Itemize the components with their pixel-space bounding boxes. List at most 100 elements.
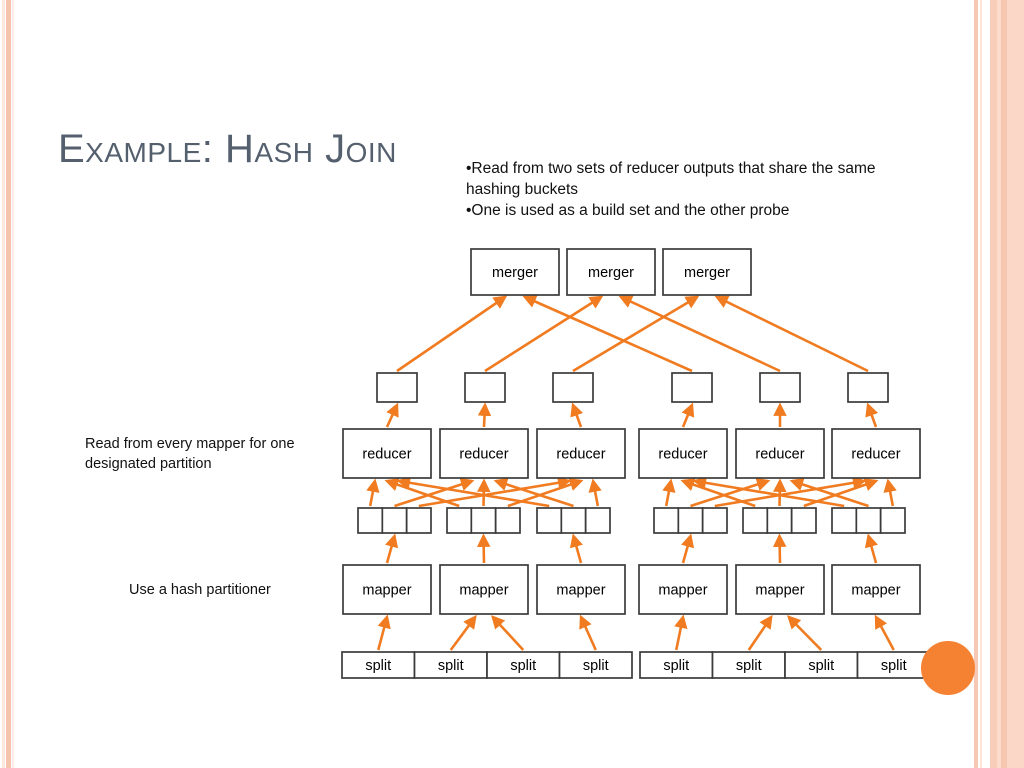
reducer-box-0-rect [342,428,432,479]
partition-bucket-row-4[interactable] [742,507,817,534]
split-row-1-cell-label: split [663,658,689,674]
reducer-output-box-4-rect [759,372,801,403]
arrow-output-to-merger-2 [572,295,700,373]
mapper-box-5-label: mapper [851,582,900,598]
split-row-0-cell[interactable] [413,651,488,679]
reducer-box-1-label: reducer [459,446,508,462]
mapper-box-1-label: mapper [459,582,508,598]
split-row-1-cell-label: split [736,658,762,674]
arrow-split-to-mapper-0-0 [376,614,391,651]
partition-bucket-row-3-cell[interactable] [653,507,680,534]
annotation-hash-partitioner: Use a hash partitioner [129,582,271,598]
reducer-output-box-4[interactable] [759,372,801,403]
reducer-box-1[interactable]: reducer [439,428,529,479]
mapper-box-4-rect [735,564,825,615]
decorative-orange-circle [921,641,975,695]
partition-bucket-row-1-cell[interactable] [446,507,473,534]
partition-bucket-row-5[interactable] [831,507,906,534]
merger-box-2-label: merger [684,265,730,281]
reducer-box-5-rect [831,428,921,479]
bullet-list: •Read from two sets of reducer outputs t… [466,158,896,221]
partition-bucket-row-2-cell[interactable] [584,507,611,534]
split-row-1-cell[interactable] [856,651,931,679]
partition-bucket-row-1-cell[interactable] [470,507,497,534]
partition-bucket-row-0-cell[interactable] [357,507,384,534]
partition-bucket-row-1-cell[interactable] [494,507,521,534]
reducer-output-box-3[interactable] [671,372,713,403]
merger-box-1[interactable]: merger [566,248,656,296]
mapper-box-3[interactable]: mapper [638,564,728,615]
arrow-bucket-to-reducer-1-0-0 [662,478,676,507]
mapper-box-0[interactable]: mapper [342,564,432,615]
reducer-output-box-5[interactable] [847,372,889,403]
annotation-partition: Read from every mapper for one designate… [85,436,295,472]
arrow-bucket-to-reducer-1-0-1 [690,477,771,508]
arrow-bucket-to-reducer-1-2-0 [692,476,845,508]
partition-bucket-row-4-cell[interactable] [790,507,817,534]
reducer-box-5-label: reducer [851,446,900,462]
partition-bucket-row-1[interactable] [446,507,521,534]
arrow-mapper-to-bucket-0 [385,533,399,564]
arrow-bucket-to-reducer-1-2-1 [789,477,869,508]
arrow-reducer-to-output-5 [865,402,879,428]
arrow-output-to-merger-4 [618,295,781,373]
reducer-box-3-rect [638,428,728,479]
bullet-item: •Read from two sets of reducer outputs t… [466,160,876,198]
reducer-box-3[interactable]: reducer [638,428,728,479]
reducer-output-box-1[interactable] [464,372,506,403]
partition-bucket-row-2[interactable] [536,507,611,534]
partition-bucket-row-0-cell[interactable] [381,507,408,534]
arrow-output-to-merger-0 [396,295,508,373]
mapper-box-5[interactable]: mapper [831,564,921,615]
partition-bucket-row-0-cell[interactable] [405,507,432,534]
partition-bucket-row-2-cell[interactable] [536,507,563,534]
arrow-bucket-to-reducer-0-2-0 [396,476,550,508]
mapper-box-3-label: mapper [658,582,707,598]
reducer-output-box-2[interactable] [552,372,594,403]
split-row-0-cell[interactable] [341,651,416,679]
arrow-output-to-merger-3 [522,295,693,373]
arrow-output-to-merger-1 [484,295,604,373]
partition-bucket-row-5-cell[interactable] [879,507,906,534]
partition-bucket-row-2-cell[interactable] [560,507,587,534]
arrow-bucket-to-reducer-1-2-2 [883,478,897,507]
reducer-output-box-0[interactable] [376,372,418,403]
partition-bucket-row-5-cell[interactable] [831,507,858,534]
reducer-output-box-3-rect [671,372,713,403]
partition-bucket-row-3[interactable] [653,507,728,534]
left-stripe-1 [2,0,5,768]
mapper-box-4[interactable]: mapper [735,564,825,615]
mapper-box-2-label: mapper [556,582,605,598]
partition-bucket-row-4-cell[interactable] [742,507,769,534]
right-stripe-6 [1007,0,1024,768]
reducer-box-4[interactable]: reducer [735,428,825,479]
split-row-0-cell[interactable] [558,651,633,679]
reducer-box-5[interactable]: reducer [831,428,921,479]
mapper-box-2[interactable]: mapper [536,564,626,615]
arrow-split-to-mapper-1-2 [786,615,823,651]
partition-bucket-row-4-cell[interactable] [766,507,793,534]
arrow-split-to-mapper-1-1 [747,614,773,651]
merger-box-1-label: merger [588,265,634,281]
right-stripe-5 [1001,0,1007,768]
partition-bucket-row-3-cell[interactable] [701,507,728,534]
merger-box-2[interactable]: merger [662,248,752,296]
arrow-bucket-to-reducer-0-2-1 [493,477,574,508]
mapper-box-4-label: mapper [755,582,804,598]
mapper-box-1[interactable]: mapper [439,564,529,615]
partition-bucket-row-3-cell[interactable] [677,507,704,534]
arrow-output-to-merger-5 [714,295,869,373]
arrow-layer [366,295,897,651]
split-row-0-cell-label: split [365,658,391,674]
reducer-box-0[interactable]: reducer [342,428,432,479]
split-row-1-cell[interactable] [784,651,859,679]
split-row-0-cell-label: split [510,658,536,674]
arrow-bucket-to-reducer-0-1-1 [477,478,491,507]
partition-bucket-row-0[interactable] [357,507,432,534]
reducer-box-2[interactable]: reducer [536,428,626,479]
partition-bucket-row-5-cell[interactable] [855,507,882,534]
merger-box-0[interactable]: merger [470,248,560,296]
